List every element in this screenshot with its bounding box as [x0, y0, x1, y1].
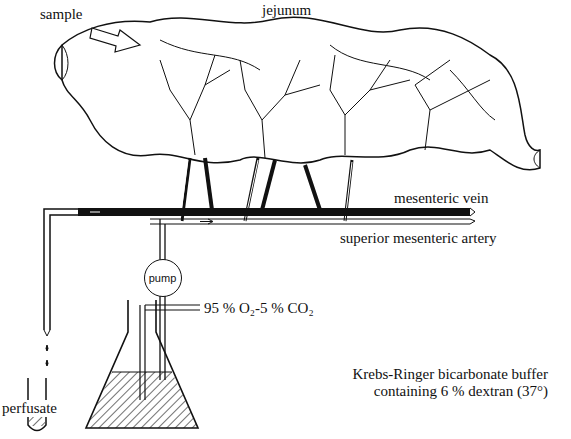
- buffer-label: Krebs-Ringer bicarbonate buffer containi…: [296, 366, 548, 400]
- pump-label: pump: [149, 272, 177, 284]
- mesenteric-vein: [78, 208, 470, 216]
- outflow-tube: [44, 209, 80, 330]
- inflow-tube: [160, 219, 165, 261]
- gas-label: 95 % O₂-5 % CO₂: [204, 300, 314, 317]
- vessel-label: mesenteric vein: [394, 190, 489, 207]
- sample-label: sample: [40, 6, 83, 23]
- sample-arrow: [90, 28, 140, 52]
- pump-circle: pump: [144, 259, 182, 297]
- mesenteric-artery: [150, 219, 470, 224]
- vessel-label: superior mesenteric artery: [340, 230, 497, 247]
- organ-label: jejunum: [262, 2, 311, 19]
- sample-label: perfusate: [2, 400, 57, 417]
- jejunum-outline: [62, 17, 540, 170]
- gas-tube: [140, 305, 200, 400]
